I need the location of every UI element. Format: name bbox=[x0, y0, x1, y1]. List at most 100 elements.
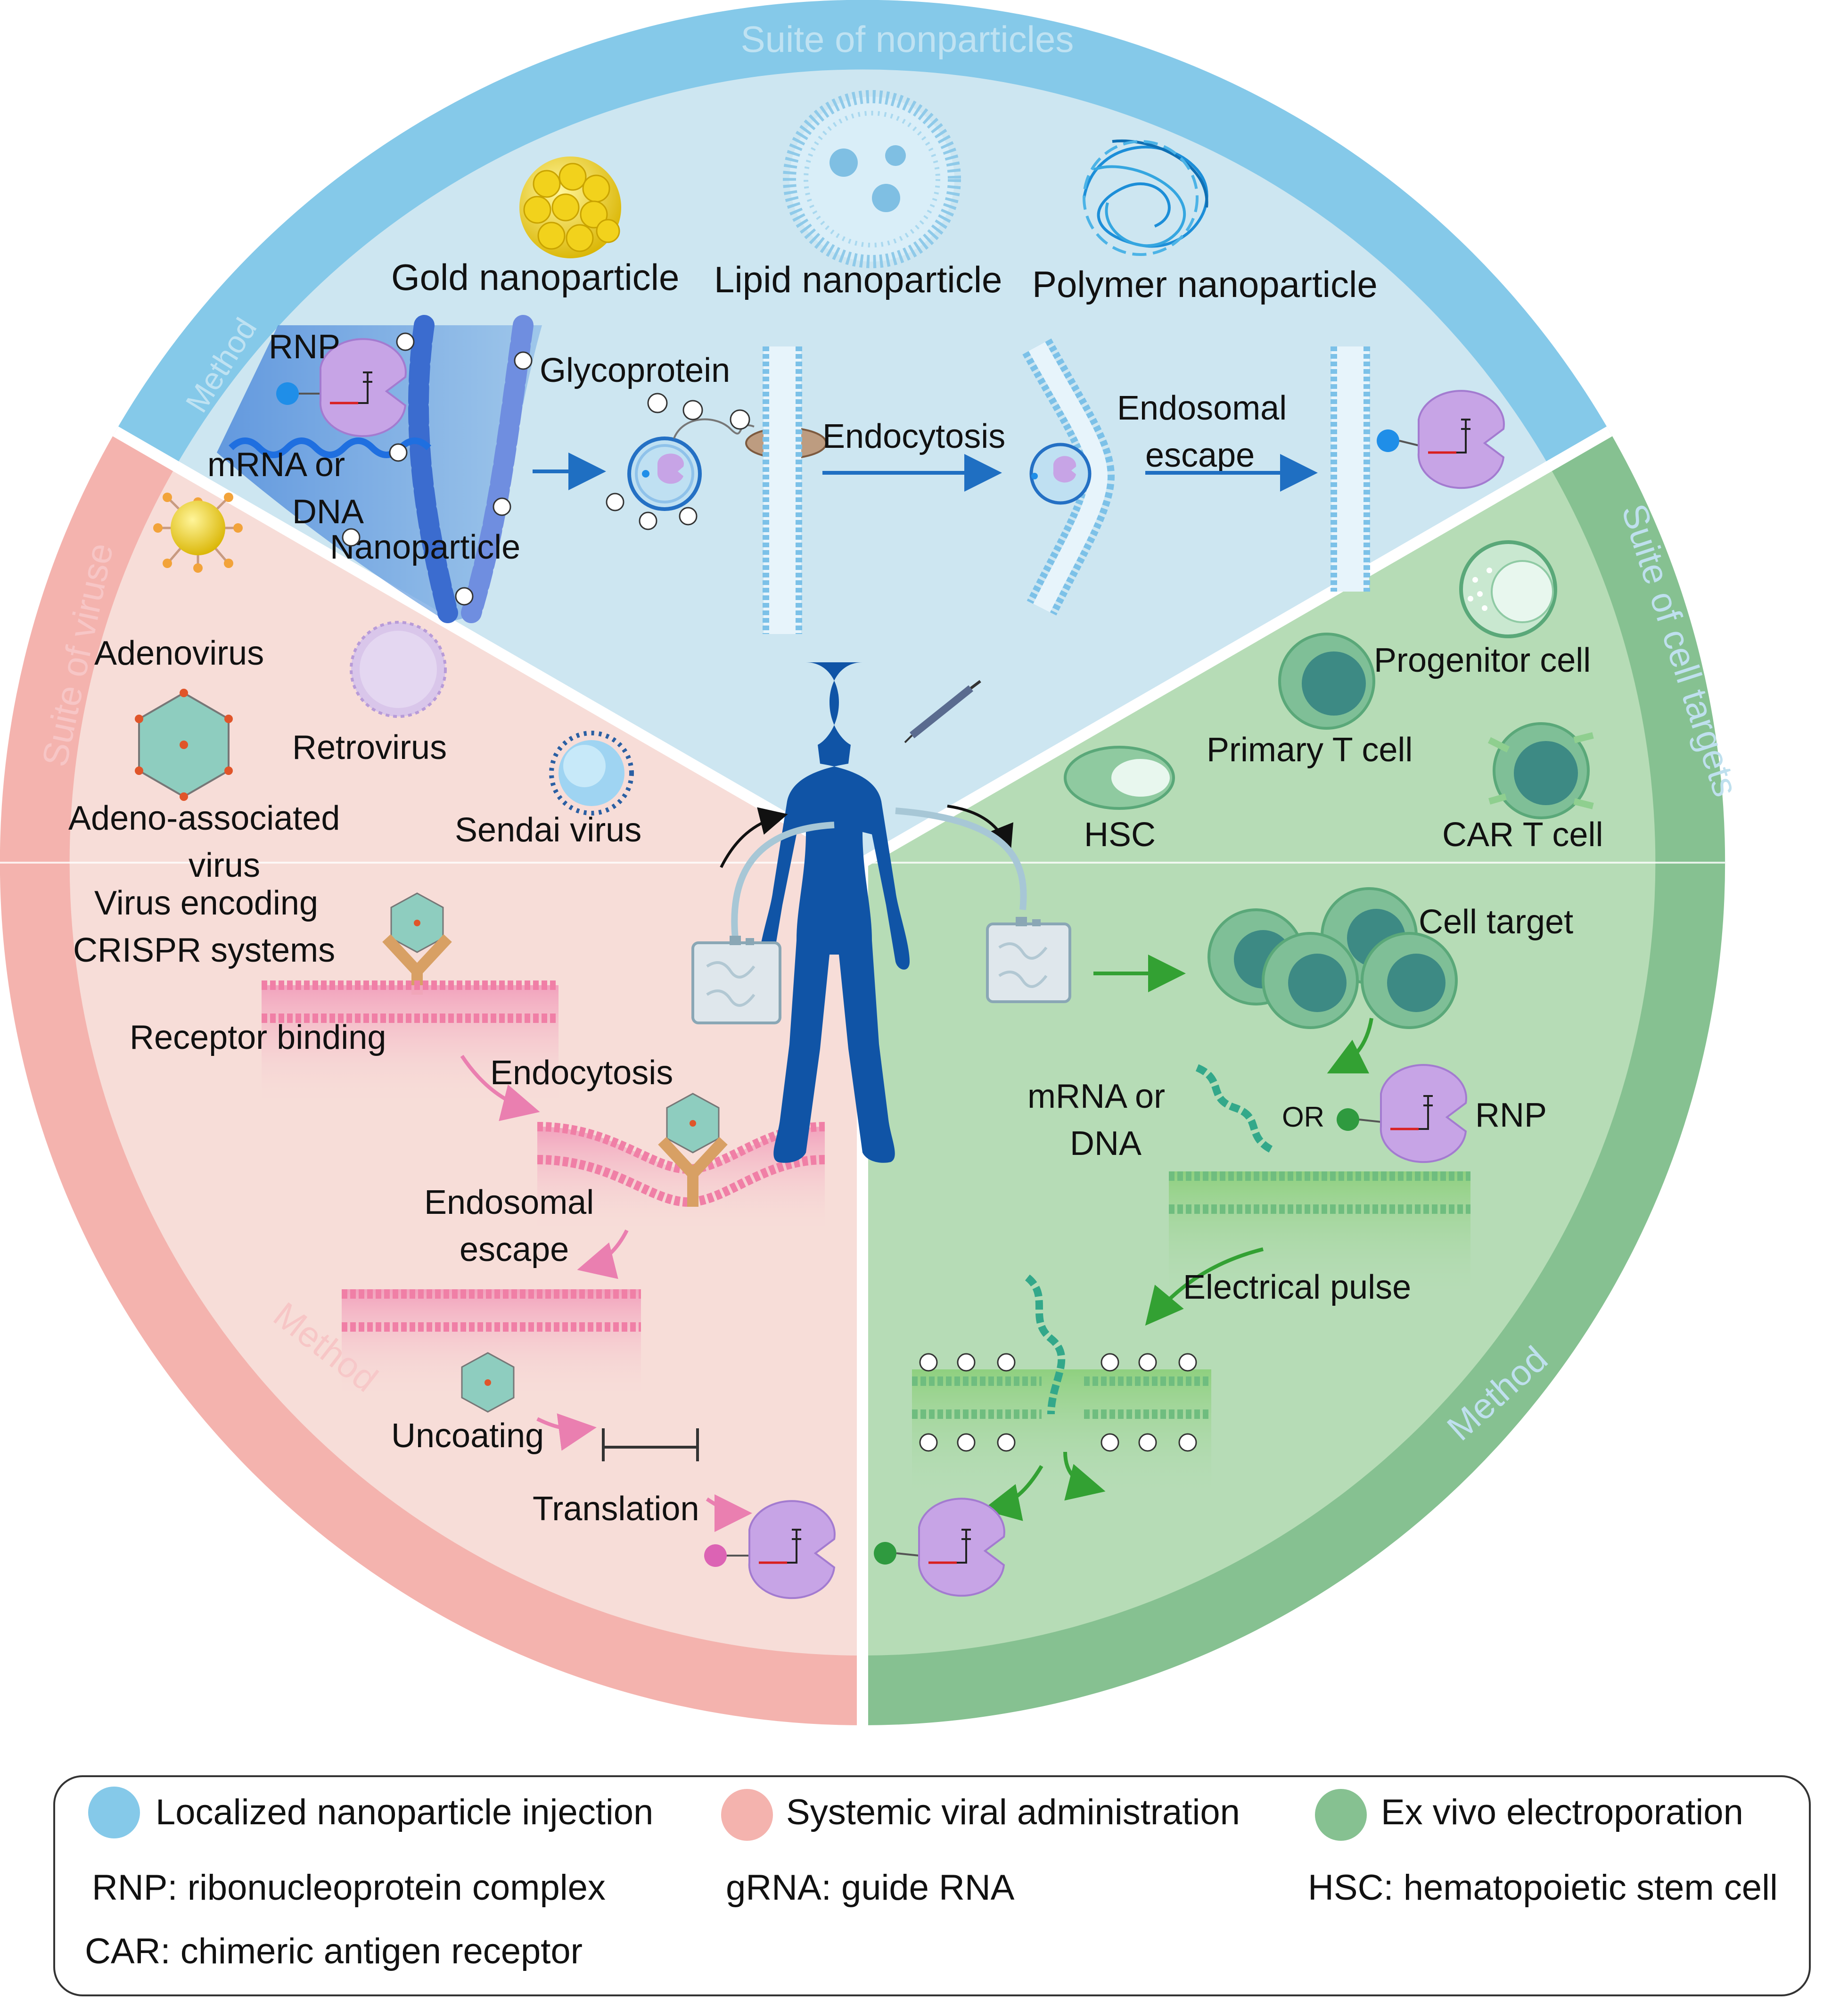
primary-t-cell-label: Primary T cell bbox=[1207, 731, 1413, 769]
green-membrane-1 bbox=[1169, 1171, 1470, 1303]
retrovirus-icon bbox=[350, 621, 447, 718]
legend-label-blue: Localized nanoparticle injection bbox=[156, 1792, 653, 1832]
escape-label-pink-1: Endosomal bbox=[424, 1184, 594, 1221]
arrow-green-5 bbox=[1063, 1451, 1106, 1501]
legend-box bbox=[53, 1775, 1811, 1996]
polymer-nanoparticle-label: Polymer nanoparticle bbox=[1032, 264, 1378, 305]
arrow-black-left bbox=[720, 807, 788, 868]
plus-charges-blue bbox=[342, 332, 533, 606]
legend-label-green: Ex vivo electroporation bbox=[1381, 1792, 1743, 1832]
abbr-hsc: HSC: hematopoietic stem cell bbox=[1308, 1868, 1778, 1908]
abbr-rnp: RNP: ribonucleoprotein complex bbox=[92, 1868, 606, 1908]
virus-encoding-label-1: Virus encoding bbox=[94, 884, 318, 922]
cell-target-cluster-icon bbox=[1207, 887, 1458, 1029]
cell-membrane-3 bbox=[1331, 346, 1370, 592]
polymer-nanoparticle-icon bbox=[1083, 139, 1208, 256]
minus-charges-blue bbox=[606, 393, 750, 530]
hsc-icon bbox=[1064, 746, 1175, 810]
sendai-virus-label: Sendai virus bbox=[455, 811, 641, 849]
receptor-binding-label: Receptor binding bbox=[130, 1019, 386, 1056]
aav-label-1: Adeno-associated bbox=[68, 799, 340, 837]
uncoating-label: Uncoating bbox=[391, 1417, 544, 1455]
minus-charges-green bbox=[919, 1353, 1197, 1372]
green-membrane-2 bbox=[912, 1369, 1211, 1501]
arrow-green-3 bbox=[1145, 1247, 1264, 1326]
car-t-cell-label: CAR T cell bbox=[1442, 816, 1603, 854]
retrovirus-label: Retrovirus bbox=[292, 729, 447, 766]
divider-right bbox=[860, 426, 1612, 868]
escape-label-blue-2: escape bbox=[1145, 437, 1255, 474]
rnp-label-blue: RNP bbox=[269, 328, 340, 366]
aav-icon-endocytosis bbox=[666, 1093, 720, 1153]
cell-membrane-1 bbox=[763, 346, 802, 634]
abbr-car: CAR: chimeric antigen receptor bbox=[85, 1931, 583, 1971]
nanoparticle-label: Nanoparticle bbox=[330, 528, 520, 566]
iv-bag-left-icon bbox=[691, 936, 781, 1024]
arrow-black-right bbox=[947, 805, 1014, 854]
mrna-label-green-1: mRNA or bbox=[1027, 1078, 1165, 1115]
legend-swatch-green bbox=[1315, 1789, 1367, 1841]
progenitor-cell-label: Progenitor cell bbox=[1374, 642, 1591, 679]
rnp-icon-green bbox=[1337, 1064, 1467, 1163]
lipid-nanoparticle-icon bbox=[783, 90, 961, 268]
rnp-icon-pink bbox=[704, 1500, 836, 1599]
aav-label-2: virus bbox=[189, 847, 260, 884]
receptor-icon-2 bbox=[658, 1137, 728, 1207]
green-inner-sector bbox=[862, 466, 1656, 1656]
rnp-icon-released bbox=[1377, 390, 1505, 489]
cell-membrane-2 bbox=[1022, 338, 1115, 616]
human-figure-icon bbox=[759, 662, 910, 1163]
mrna-label-blue-1: mRNA or bbox=[207, 446, 345, 484]
aav-icon bbox=[135, 689, 233, 801]
iv-tube-left bbox=[731, 822, 835, 939]
dna-helix-icon-2 bbox=[1025, 1274, 1066, 1415]
translation-label: Translation bbox=[533, 1490, 699, 1528]
abbr-grna: gRNA: guide RNA bbox=[726, 1868, 1015, 1908]
cell-target-label: Cell target bbox=[1419, 903, 1573, 941]
blue-ring-title: Suite of nonparticles bbox=[741, 18, 1074, 60]
arrow-pink-4 bbox=[706, 1494, 752, 1532]
plus-charges-green bbox=[919, 1433, 1197, 1452]
primary-t-cell-icon bbox=[1278, 633, 1375, 730]
mrna-label-blue-2: DNA bbox=[292, 493, 364, 531]
glycoprotein-label: Glycoprotein bbox=[540, 352, 730, 389]
endocytosis-label-pink: Endocytosis bbox=[490, 1054, 673, 1092]
divider-left bbox=[113, 426, 865, 868]
loaded-nanoparticle-icon bbox=[627, 418, 755, 511]
gold-nanoparticle-label: Gold nanoparticle bbox=[391, 256, 679, 298]
arrow-green-4 bbox=[982, 1465, 1043, 1521]
arrow-pink-3 bbox=[536, 1413, 597, 1451]
or-label: OR bbox=[1282, 1101, 1324, 1133]
iv-bag-right-icon bbox=[986, 917, 1071, 1003]
escape-label-blue-1: Endosomal bbox=[1117, 389, 1287, 427]
legend-swatch-pink bbox=[721, 1789, 773, 1841]
endocytosis-label-blue: Endocytosis bbox=[822, 418, 1005, 455]
electrical-pulse-label: Electrical pulse bbox=[1183, 1269, 1411, 1306]
escape-label-pink-2: escape bbox=[460, 1231, 569, 1269]
arrow-pink-2 bbox=[577, 1229, 629, 1279]
rnp-icon-green-final bbox=[874, 1498, 1005, 1597]
progenitor-cell-icon bbox=[1459, 540, 1557, 638]
hsc-label: HSC bbox=[1084, 816, 1156, 854]
dna-helix-icon-1 bbox=[1195, 1064, 1274, 1154]
arrow-pink-1 bbox=[460, 1055, 540, 1121]
rnp-label-green: RNP bbox=[1475, 1096, 1547, 1134]
adenovirus-label: Adenovirus bbox=[94, 634, 264, 672]
mrna-label-green-2: DNA bbox=[1070, 1125, 1142, 1162]
gold-nanoparticle-icon bbox=[519, 157, 621, 258]
virus-encoding-label-2: CRISPR systems bbox=[73, 931, 335, 969]
sendai-virus-icon bbox=[549, 731, 634, 816]
legend-swatch-blue bbox=[88, 1787, 140, 1838]
syringe-icon bbox=[904, 680, 981, 743]
adenovirus-icon bbox=[153, 493, 243, 573]
dna-segment-icon bbox=[602, 1428, 699, 1461]
aav-icon-binding bbox=[390, 892, 444, 953]
iv-tube-right bbox=[895, 807, 1027, 910]
lipid-nanoparticle-label: Lipid nanoparticle bbox=[714, 259, 1002, 300]
car-t-cell-icon bbox=[1487, 722, 1594, 819]
aav-icon-uncoating bbox=[461, 1352, 515, 1413]
legend-label-pink: Systemic viral administration bbox=[786, 1792, 1240, 1832]
arrow-green-2 bbox=[1327, 1018, 1373, 1074]
rnp-icon bbox=[276, 338, 407, 437]
